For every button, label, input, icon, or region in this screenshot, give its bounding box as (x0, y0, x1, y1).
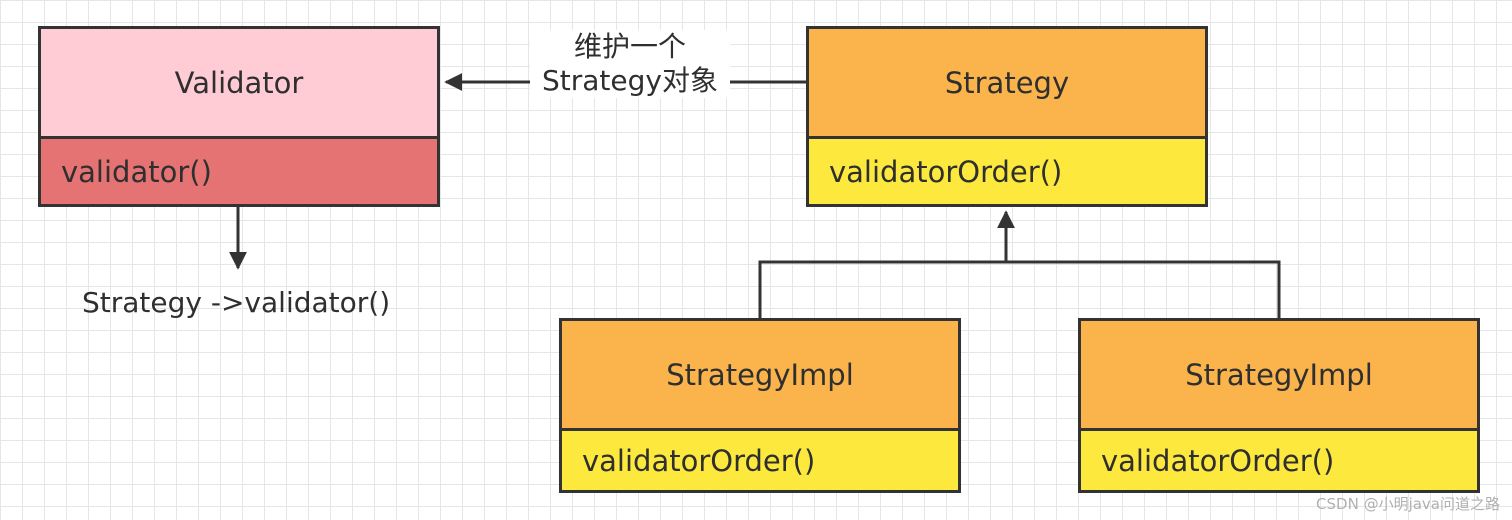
call-note: Strategy ->validator() (82, 286, 391, 319)
strategy-impl-right-method: validatorOrder() (1078, 428, 1480, 493)
strategy-class-method: validatorOrder() (806, 136, 1208, 207)
inheritance-connector (758, 260, 1281, 318)
watermark: CSDN @小明java问道之路 (1316, 495, 1500, 513)
strategy-impl-left-method: validatorOrder() (559, 428, 961, 493)
strategy-class-name: Strategy (806, 26, 1208, 139)
strategy-impl-right-name: StrategyImpl (1078, 318, 1480, 431)
strategy-impl-left-name: StrategyImpl (559, 318, 961, 431)
association-label-line2: Strategy对象 (542, 64, 718, 97)
validator-class-method: validator() (38, 136, 440, 207)
association-label: 维护一个 Strategy对象 (530, 30, 730, 98)
association-label-line1: 维护一个 (573, 30, 686, 63)
validator-class-name: Validator (38, 26, 440, 139)
